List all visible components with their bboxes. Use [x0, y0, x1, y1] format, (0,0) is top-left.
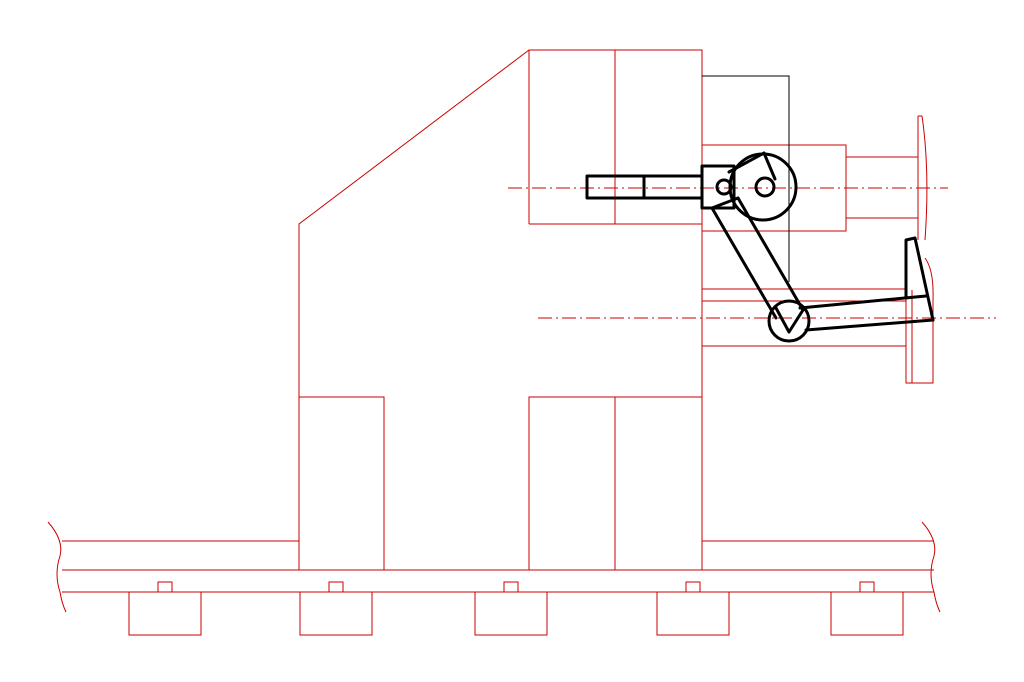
lower-right-compartment	[528, 396, 702, 570]
connecting-link	[710, 206, 778, 320]
foot-4-tab	[685, 581, 701, 593]
lower-pivot-cross	[774, 306, 805, 334]
lower-left-compartment	[299, 396, 385, 570]
connecting-link-2	[736, 196, 805, 312]
lower-pivot	[767, 299, 811, 343]
break-line-right	[921, 521, 941, 613]
cam-pivot	[754, 176, 776, 198]
foot-5	[830, 591, 904, 636]
foot-4	[656, 591, 730, 636]
break-line-left	[47, 521, 67, 613]
linkage-mechanism	[585, 75, 935, 343]
foot-5-tab	[859, 581, 875, 593]
machine-frame	[47, 49, 996, 636]
housing-outline	[298, 49, 703, 571]
foot-2	[299, 591, 373, 636]
cam-disc	[728, 152, 798, 222]
foot-1-tab	[157, 581, 173, 593]
support-feet	[128, 581, 904, 636]
cam-lever	[727, 151, 777, 181]
gripper-finger	[904, 236, 935, 322]
foot-3-tab	[503, 581, 519, 593]
rod-end-block	[700, 164, 736, 210]
connecting-link-top	[710, 196, 740, 210]
foot-1	[128, 591, 202, 636]
foot-2-tab	[328, 581, 344, 593]
foot-3	[474, 591, 548, 636]
cam-housing-outline	[702, 75, 790, 282]
output-arm-lower	[804, 318, 935, 332]
upper-flange	[917, 115, 928, 241]
lower-flange	[905, 240, 934, 384]
